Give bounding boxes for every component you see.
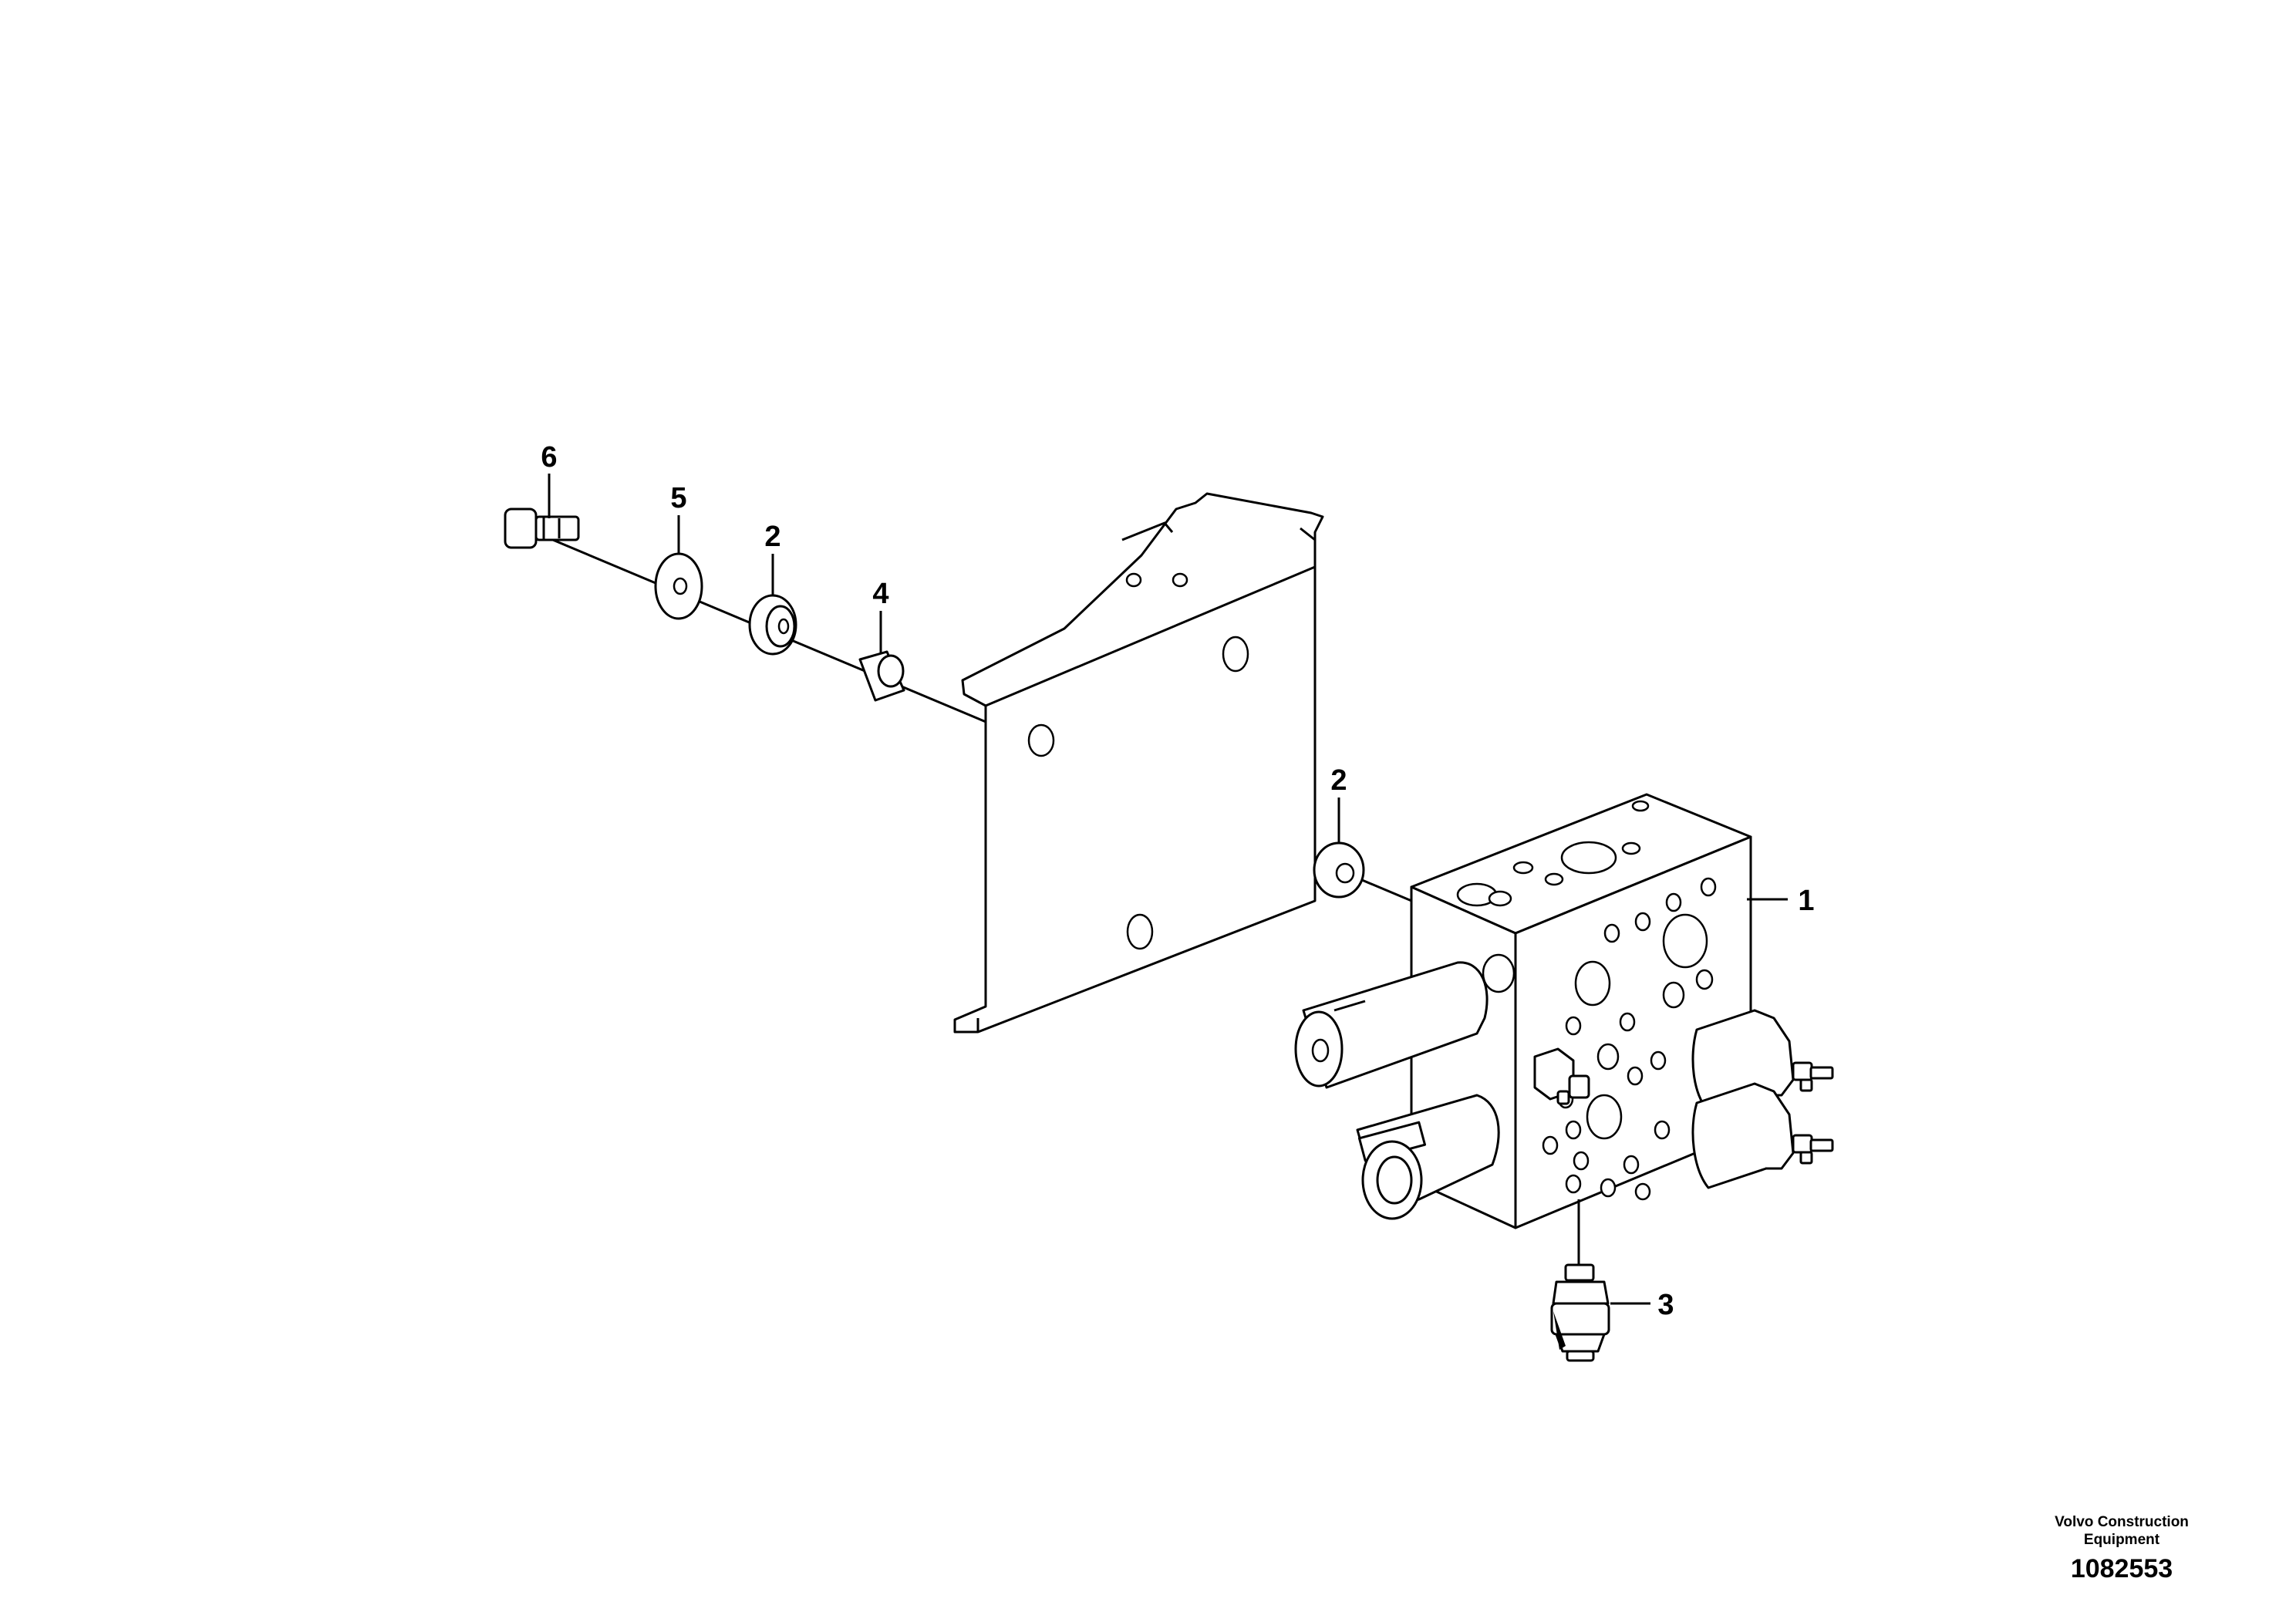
credit-company-line2: Equipment	[2083, 1532, 2160, 1548]
bushing-part-2-right	[1313, 841, 1365, 899]
sleeve-part-4	[858, 650, 905, 702]
mounting-bracket	[953, 492, 1324, 1034]
sensor-part-3	[1550, 1263, 1610, 1362]
pressure-fitting	[1533, 1047, 1590, 1105]
callout-1: 1	[1798, 885, 1814, 917]
solenoid-lower	[1691, 1082, 1834, 1189]
credit-block: Volvo Construction Equipment 1082553	[2006, 1513, 2237, 1586]
bolt-part-6	[504, 508, 580, 549]
callout-6: 6	[541, 441, 557, 474]
callout-3: 3	[1657, 1289, 1674, 1321]
bushing-part-2-left	[748, 594, 797, 656]
callout-2-left: 2	[764, 521, 781, 553]
callout-5: 5	[670, 482, 686, 514]
callout-2-right: 2	[1330, 764, 1347, 797]
callout-4: 4	[872, 578, 888, 610]
valve-block-part-1	[1294, 793, 1834, 1229]
credit-company: Volvo Construction	[2055, 1514, 2189, 1530]
solenoid-upper	[1691, 1009, 1834, 1112]
washer-part-5	[654, 552, 703, 620]
drawing-number: 1082553	[2070, 1554, 2173, 1583]
